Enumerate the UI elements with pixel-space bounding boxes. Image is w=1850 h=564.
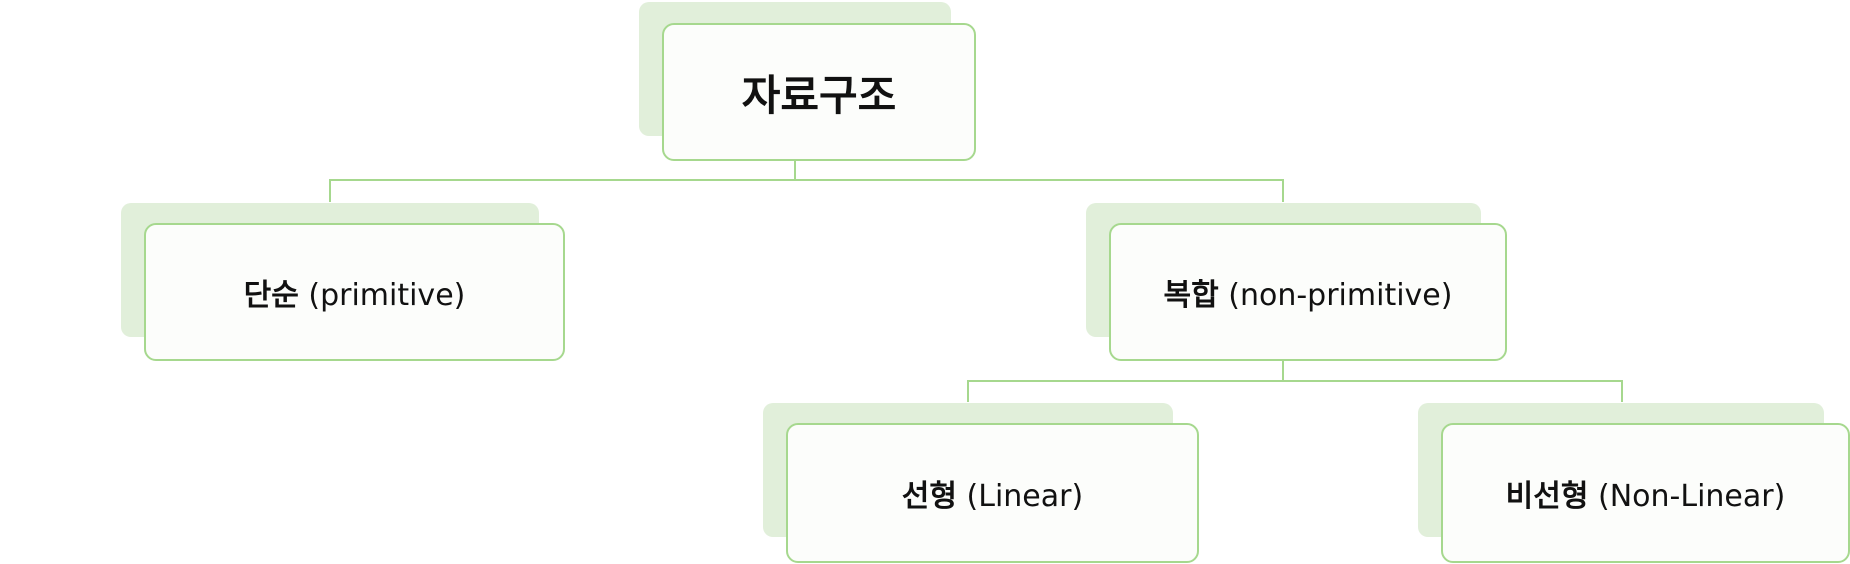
node-non-linear: 비선형 (Non-Linear) (1441, 423, 1850, 563)
node-label-english: (Non-Linear) (1588, 479, 1786, 514)
node-primitive: 단순 (primitive) (144, 223, 565, 361)
node-label: 비선형 (Non-Linear) (1506, 471, 1786, 515)
node-label: 자료구조 (741, 70, 897, 120)
node-label: 단순 (primitive) (244, 270, 466, 314)
node-linear: 선형 (Linear) (786, 423, 1199, 563)
node-label-english: (Linear) (957, 479, 1084, 514)
node-label-korean: 단순 (243, 278, 299, 313)
node-label-english: (primitive) (298, 278, 466, 313)
node-label-korean: 비선형 (1505, 479, 1589, 514)
node-label-english: (non-primitive) (1218, 278, 1453, 313)
node-label-korean: 선형 (901, 479, 957, 514)
node-non-primitive: 복합 (non-primitive) (1109, 223, 1507, 361)
node-label-korean: 복합 (1163, 278, 1219, 313)
node-label: 선형 (Linear) (902, 471, 1083, 515)
node-data-structure: 자료구조 (662, 23, 976, 161)
node-label: 복합 (non-primitive) (1164, 270, 1453, 314)
